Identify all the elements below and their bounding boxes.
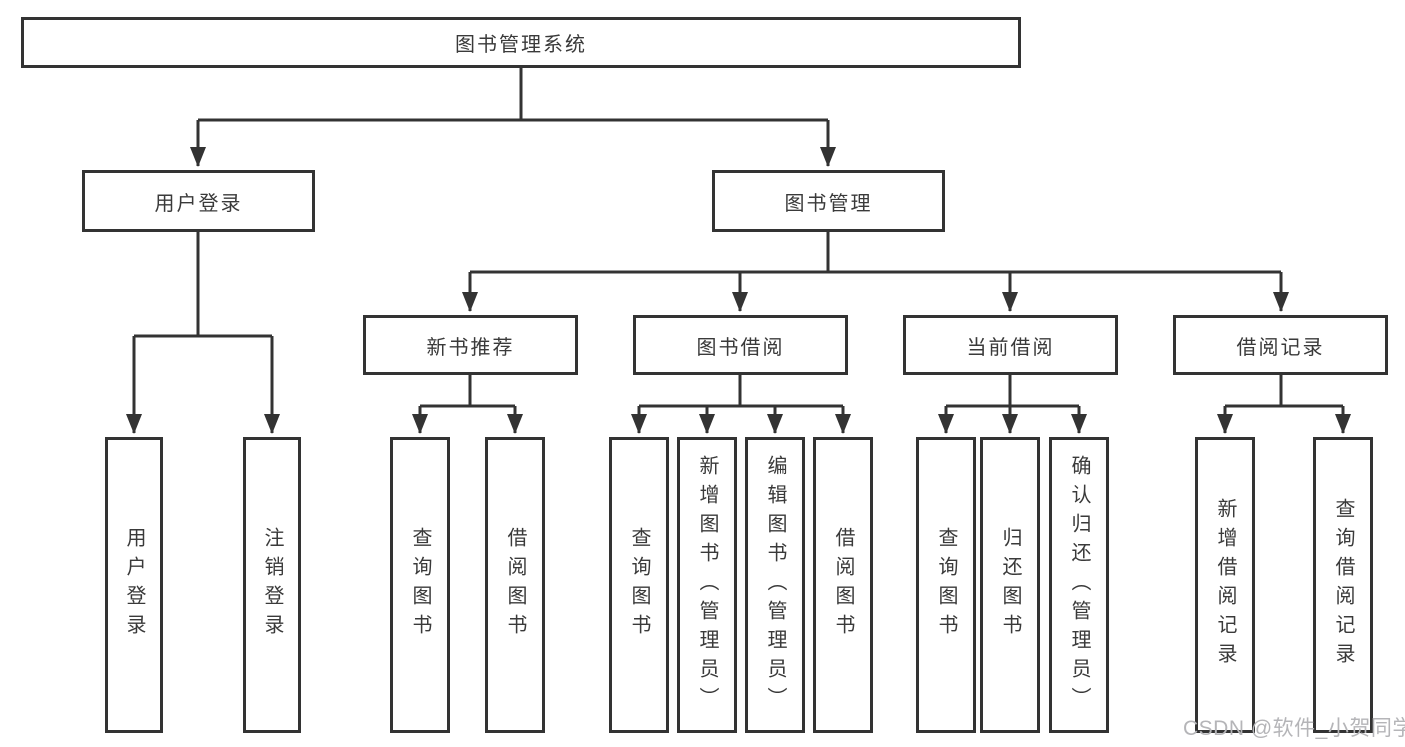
leaf-borrowing-borrow-books: 借阅图书 [813,437,873,733]
leaf-current-return-books-label: 归还图书 [999,527,1021,643]
node-current-borrowing-label: 当前借阅 [966,336,1055,359]
leaf-current-return-books: 归还图书 [980,437,1040,733]
leaf-borrowing-query-books-label: 查询图书 [628,527,650,643]
node-book-borrowing: 图书借阅 [633,315,848,375]
leaf-records-query-record: 查询借阅记录 [1313,437,1373,733]
leaf-borrowing-borrow-books-label: 借阅图书 [832,527,854,643]
leaf-logout-label: 注销登录 [261,527,283,643]
leaf-current-confirm-return-admin-label: 确认归还（管理员） [1068,454,1090,716]
node-current-borrowing: 当前借阅 [903,315,1118,375]
leaf-borrowing-add-books-admin-label: 新增图书（管理员） [696,454,718,716]
node-borrow-records-label: 借阅记录 [1236,336,1325,359]
leaf-user-login: 用户登录 [105,437,163,733]
node-root-label: 图书管理系统 [455,34,587,56]
leaf-borrowing-edit-books-admin: 编辑图书（管理员） [745,437,805,733]
node-book-management: 图书管理 [712,170,945,232]
leaf-current-query-books-label: 查询图书 [935,527,957,643]
node-user-login-label: 用户登录 [154,192,243,215]
leaf-borrowing-add-books-admin: 新增图书（管理员） [677,437,737,733]
leaf-borrowing-edit-books-admin-label: 编辑图书（管理员） [764,454,786,716]
leaf-recommend-query-books: 查询图书 [390,437,450,733]
connector-current-borrowing-group [938,375,1087,434]
connector-borrow-records-group [1217,375,1351,434]
connector-new-book-group [412,375,523,434]
node-borrow-records: 借阅记录 [1173,315,1388,375]
leaf-recommend-query-books-label: 查询图书 [409,527,431,643]
leaf-recommend-borrow-books: 借阅图书 [485,437,545,733]
node-book-borrowing-label: 图书借阅 [696,336,785,359]
leaf-borrowing-query-books: 查询图书 [609,437,669,733]
leaf-user-login-label: 用户登录 [123,527,145,643]
node-root: 图书管理系统 [21,17,1021,68]
connector-book-management-group [462,232,1289,312]
leaf-records-query-record-label: 查询借阅记录 [1332,498,1354,672]
csdn-watermark: CSDN @软件_小贺同学 [1183,717,1405,740]
connector-root-to-level2 [190,68,836,167]
leaf-current-confirm-return-admin: 确认归还（管理员） [1049,437,1109,733]
connector-book-borrowing-group [631,375,851,434]
node-new-book-recommend: 新书推荐 [363,315,578,375]
connector-user-login-group [126,232,280,434]
leaf-current-query-books: 查询图书 [916,437,976,733]
leaf-logout: 注销登录 [243,437,301,733]
leaf-records-add-record-label: 新增借阅记录 [1214,498,1236,672]
node-book-management-label: 图书管理 [784,192,873,215]
node-user-login: 用户登录 [82,170,315,232]
leaf-recommend-borrow-books-label: 借阅图书 [504,527,526,643]
node-new-book-recommend-label: 新书推荐 [426,336,515,359]
leaf-records-add-record: 新增借阅记录 [1195,437,1255,733]
